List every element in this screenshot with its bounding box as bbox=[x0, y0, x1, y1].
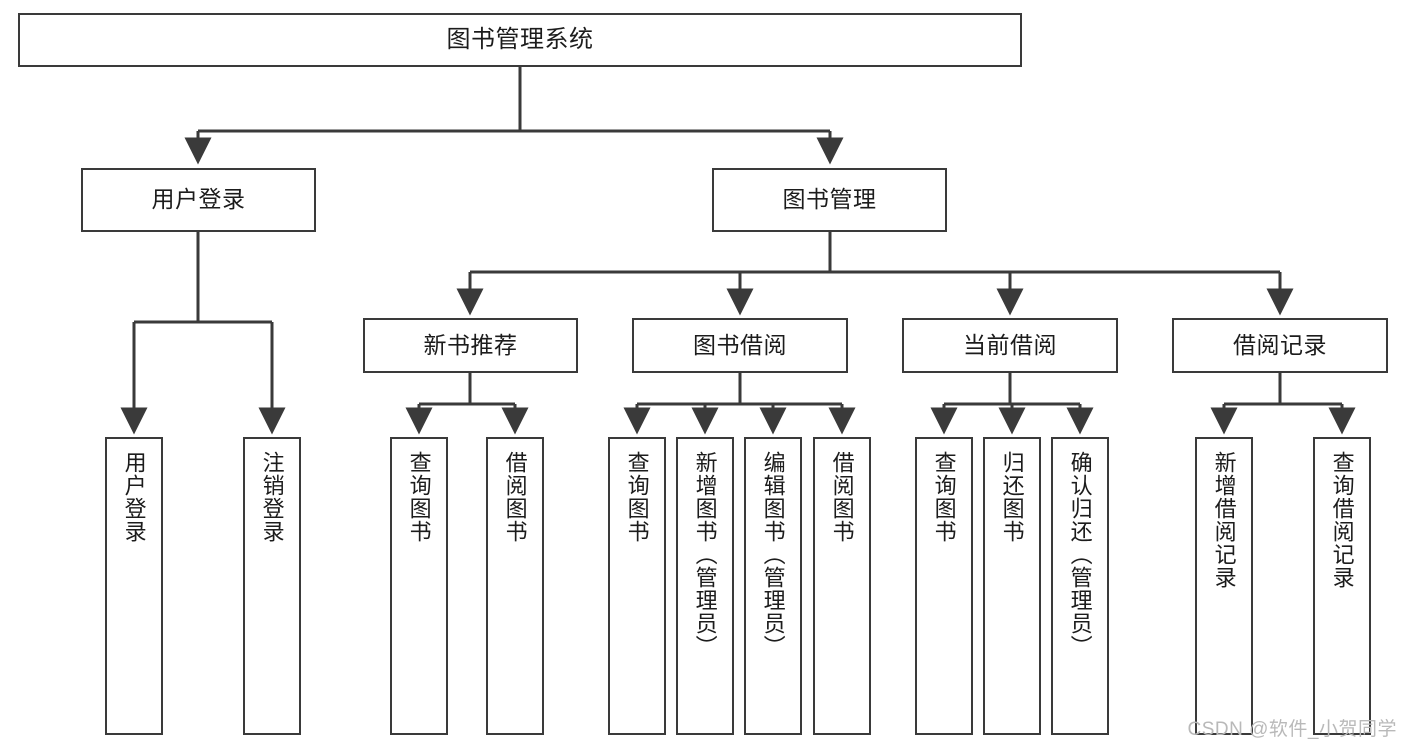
node-leaf-user-login[interactable]: 用户登录 bbox=[105, 437, 163, 735]
node-leaf-return-book-label: 归还图书 bbox=[999, 451, 1025, 543]
node-leaf-edit-book-label: 编辑图书（管理员） bbox=[760, 451, 786, 658]
node-leaf-confirm-return-label: 确认归还（管理员） bbox=[1067, 451, 1093, 658]
node-book-borrow-label: 图书借阅 bbox=[693, 331, 787, 358]
node-leaf-add-book-label: 新增图书（管理员） bbox=[692, 451, 718, 658]
node-leaf-return-book[interactable]: 归还图书 bbox=[983, 437, 1041, 735]
node-leaf-borrow-book-1-label: 借阅图书 bbox=[502, 451, 528, 543]
node-book-manage[interactable]: 图书管理 bbox=[712, 168, 947, 232]
node-leaf-confirm-return[interactable]: 确认归还（管理员） bbox=[1051, 437, 1109, 735]
node-user-login-label: 用户登录 bbox=[151, 186, 246, 213]
node-leaf-query-record-label: 查询借阅记录 bbox=[1329, 451, 1355, 589]
node-user-login[interactable]: 用户登录 bbox=[81, 168, 316, 232]
node-leaf-query-book-2[interactable]: 查询图书 bbox=[608, 437, 666, 735]
node-borrow-record-label: 借阅记录 bbox=[1233, 331, 1327, 358]
node-leaf-logout[interactable]: 注销登录 bbox=[243, 437, 301, 735]
node-root-system-label: 图书管理系统 bbox=[446, 25, 594, 53]
node-leaf-query-book-2-label: 查询图书 bbox=[624, 451, 650, 543]
node-leaf-add-book[interactable]: 新增图书（管理员） bbox=[676, 437, 734, 735]
node-root-system[interactable]: 图书管理系统 bbox=[18, 13, 1022, 67]
node-new-book-recommend[interactable]: 新书推荐 bbox=[363, 318, 578, 373]
node-book-manage-label: 图书管理 bbox=[782, 186, 877, 213]
node-leaf-query-record[interactable]: 查询借阅记录 bbox=[1313, 437, 1371, 735]
node-leaf-borrow-book-2[interactable]: 借阅图书 bbox=[813, 437, 871, 735]
node-leaf-query-book-3[interactable]: 查询图书 bbox=[915, 437, 973, 735]
node-leaf-logout-label: 注销登录 bbox=[259, 451, 285, 543]
node-leaf-add-record[interactable]: 新增借阅记录 bbox=[1195, 437, 1253, 735]
node-leaf-query-book-3-label: 查询图书 bbox=[931, 451, 957, 543]
node-leaf-query-book-1[interactable]: 查询图书 bbox=[390, 437, 448, 735]
node-leaf-borrow-book-2-label: 借阅图书 bbox=[829, 451, 855, 543]
watermark: CSDN @软件_小贺同学 bbox=[1187, 719, 1397, 740]
node-leaf-add-record-label: 新增借阅记录 bbox=[1211, 451, 1237, 589]
node-book-borrow[interactable]: 图书借阅 bbox=[632, 318, 848, 373]
node-borrow-record[interactable]: 借阅记录 bbox=[1172, 318, 1388, 373]
node-current-borrow[interactable]: 当前借阅 bbox=[902, 318, 1118, 373]
node-leaf-query-book-1-label: 查询图书 bbox=[406, 451, 432, 543]
node-current-borrow-label: 当前借阅 bbox=[963, 331, 1057, 358]
node-new-book-recommend-label: 新书推荐 bbox=[423, 331, 518, 358]
node-leaf-edit-book[interactable]: 编辑图书（管理员） bbox=[744, 437, 802, 735]
node-leaf-user-login-label: 用户登录 bbox=[121, 451, 147, 543]
node-leaf-borrow-book-1[interactable]: 借阅图书 bbox=[486, 437, 544, 735]
